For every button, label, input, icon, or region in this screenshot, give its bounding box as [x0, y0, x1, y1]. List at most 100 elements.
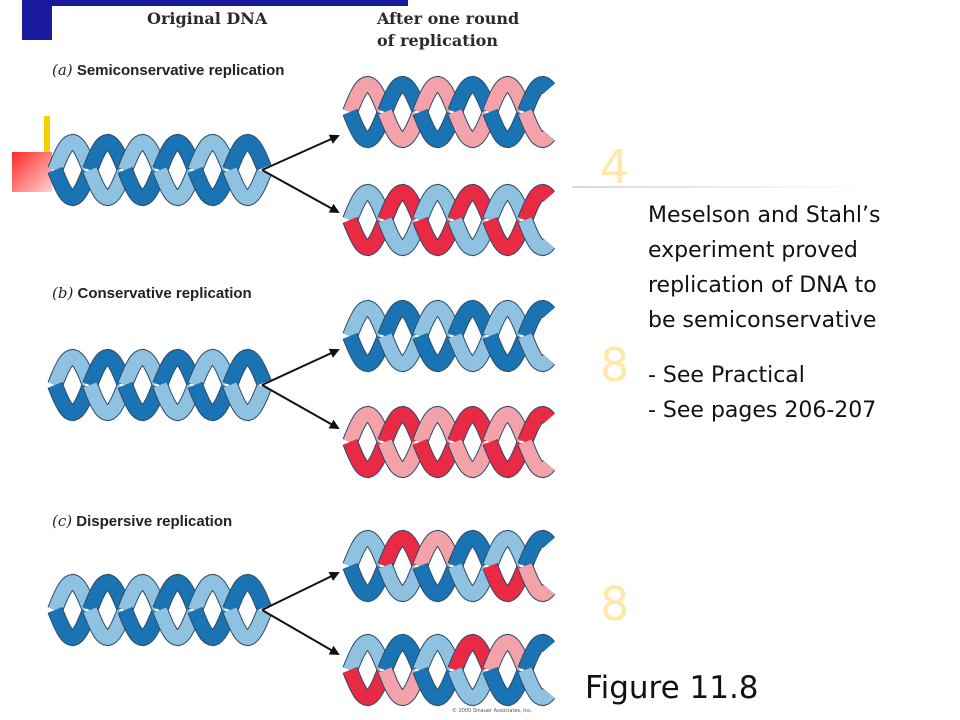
daughter-helix-a1-strand0 — [413, 109, 461, 148]
slide-blue-square — [22, 0, 52, 40]
daughter-helix-b2-strand0 — [378, 406, 426, 445]
arrow-a-top — [261, 134, 340, 171]
daughter-helix-b1-strand1 — [413, 300, 461, 339]
daughter-helix-a1-strand0 — [483, 109, 531, 148]
daughter-helix-c1-strand0 — [448, 530, 496, 569]
daughter-helix-a2-strand0 — [378, 184, 426, 223]
daughter-helix-a2-strand0 — [518, 184, 555, 223]
daughter-helix-c1-strand1 — [378, 563, 426, 602]
daughter-helix-b1-strand1 — [448, 333, 496, 372]
parent-helix-b-strand1 — [223, 382, 271, 421]
panel-a-title: Semiconservative replication — [76, 62, 285, 79]
daughter-helix-c1-strand1 — [343, 530, 391, 569]
daughter-helix-c2-strand0 — [378, 634, 426, 673]
bullet-icon: 8 — [600, 338, 630, 392]
daughter-helix-b2-strand0 — [343, 439, 391, 478]
daughter-helix-a2-strand1 — [483, 184, 531, 223]
daughter-helix-b2-strand1 — [483, 406, 531, 445]
daughter-helix-b1-strand1 — [378, 333, 426, 372]
daughter-helix-b2-strand1 — [378, 439, 426, 478]
parent-helix-b-strand0 — [118, 382, 166, 421]
arrow-c-bottom — [261, 609, 340, 656]
daughter-helix-a1-strand0 — [518, 76, 555, 115]
parent-helix-b-strand1 — [118, 349, 166, 388]
daughter-helix-c1-strand1 — [518, 563, 555, 602]
parent-helix-b-strand1 — [153, 382, 201, 421]
slide-yellow-bar — [44, 116, 50, 156]
daughter-helix-c2-strand0 — [518, 634, 555, 673]
panel-a-label: (a) Semiconservative replication — [52, 61, 284, 79]
daughter-helix-b2-strand1 — [343, 406, 391, 445]
daughter-helix-b2-strand1 — [448, 439, 496, 478]
parent-helix-a-strand1 — [83, 167, 131, 206]
parent-helix-a-strand1 — [153, 167, 201, 206]
daughter-helix-a2-strand0 — [483, 217, 531, 256]
parent-helix-a-strand0 — [223, 134, 271, 173]
daughter-helix-b2-strand0 — [413, 439, 461, 478]
daughter-helix-a1-strand0 — [378, 76, 426, 115]
slide-red-square — [12, 152, 52, 192]
note-line: - See Practical — [648, 363, 805, 388]
parent-helix-c-strand1 — [153, 607, 201, 646]
daughter-helix-c2-strand1 — [378, 667, 426, 706]
parent-helix-c-strand0 — [83, 574, 131, 613]
arrow-c-top — [261, 572, 340, 611]
notes-block: Meselson and Stahl’s experiment proved r… — [648, 198, 880, 428]
daughter-helix-c1-strand0 — [518, 530, 555, 569]
daughter-helix-b2-strand0 — [483, 439, 531, 478]
daughter-helix-c1-strand0 — [483, 563, 531, 602]
arrows — [261, 134, 340, 656]
parent-helix-a-strand1 — [118, 134, 166, 173]
daughter-helix-c2-strand0 — [413, 667, 461, 706]
note-line: be semiconservative — [648, 308, 877, 333]
daughter-helix-b1-strand0 — [448, 300, 496, 339]
parent-helix-a-strand1 — [48, 134, 96, 173]
daughter-helix-c2-strand0 — [448, 634, 496, 673]
daughter-helix-c2-strand1 — [413, 634, 461, 673]
bullet-icon: 8 — [600, 577, 630, 631]
daughter-helix-c2-strand0 — [483, 667, 531, 706]
parent-helix-c-strand0 — [188, 607, 236, 646]
arrow-a-bottom — [261, 169, 340, 213]
parent-helix-c-strand0 — [153, 574, 201, 613]
note-line: - See pages 206-207 — [648, 398, 877, 423]
daughter-helix-b2-strand1 — [413, 406, 461, 445]
daughter-helix-c1-strand0 — [413, 563, 461, 602]
parent-helix-c-strand1 — [83, 607, 131, 646]
parent-helix-a-strand0 — [118, 167, 166, 206]
parent-helix-a-strand1 — [188, 134, 236, 173]
daughter-helix-c2-strand1 — [483, 634, 531, 673]
daughter-helix-b1-strand1 — [518, 333, 555, 372]
parent-helix-c-strand0 — [118, 607, 166, 646]
daughter-helix-a1-strand1 — [448, 109, 496, 148]
daughter-helix-a2-strand0 — [343, 217, 391, 256]
parent-helix-b-strand1 — [48, 349, 96, 388]
copyright-notice: © 2000 Sinauer Associates, Inc. — [452, 708, 533, 714]
note-line: replication of DNA to — [648, 273, 877, 298]
daughter-helix-a1-strand1 — [413, 76, 461, 115]
parent-helix-c-strand1 — [188, 574, 236, 613]
panel-c-title: Dispersive replication — [76, 513, 233, 530]
panel-c-label: (c) Dispersive replication — [52, 512, 232, 530]
parent-helix-a-strand0 — [48, 167, 96, 206]
parent-helix-c-strand0 — [48, 607, 96, 646]
parent-helix-c-strand1 — [48, 574, 96, 613]
daughter-helix-a1-strand0 — [343, 109, 391, 148]
parent-helix-a-strand0 — [83, 134, 131, 173]
daughter-helix-a1-strand0 — [448, 76, 496, 115]
daughter-helix-c2-strand1 — [518, 667, 555, 706]
panel-b-label: (b) Conservative replication — [52, 284, 252, 302]
daughter-helix-b1-strand0 — [483, 333, 531, 372]
daughter-helix-a2-strand1 — [343, 184, 391, 223]
slide-top-bar — [22, 0, 408, 6]
parent-helix-b-strand1 — [188, 349, 236, 388]
daughter-helix-c1-strand0 — [343, 563, 391, 602]
slide-divider-line — [572, 186, 872, 188]
daughter-helix-b1-strand0 — [378, 300, 426, 339]
parent-helix-b-strand0 — [188, 382, 236, 421]
daughter-helix-c2-strand1 — [343, 634, 391, 673]
daughter-helix-c1-strand1 — [483, 530, 531, 569]
daughter-helix-a2-strand1 — [378, 217, 426, 256]
panel-a-letter: (a) — [52, 61, 73, 79]
parent-helix-c-strand1 — [118, 574, 166, 613]
